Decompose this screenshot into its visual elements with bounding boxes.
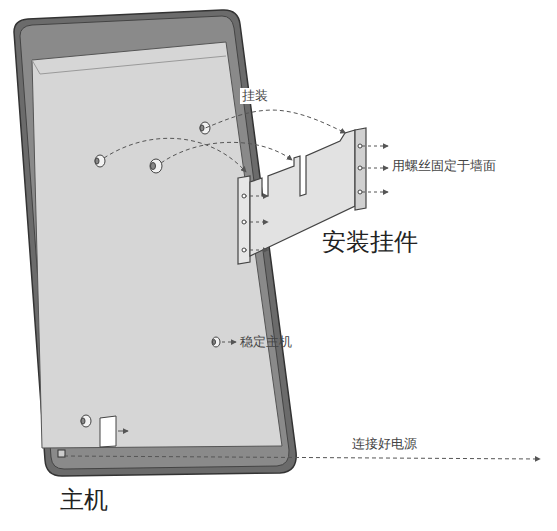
hang-arrow — [104, 138, 292, 172]
part-name: 主机 — [60, 486, 108, 515]
back-plate-edge — [32, 56, 226, 74]
power-tab — [100, 416, 116, 447]
mount-peg — [81, 122, 220, 427]
power-arrow — [64, 456, 540, 459]
leader-arrow — [118, 431, 128, 432]
back-plate — [32, 42, 282, 448]
mount-bracket-part: 安装挂件 — [236, 126, 368, 264]
host-frame-face — [20, 16, 289, 469]
instruction-label: 连接好电源 — [352, 436, 417, 452]
hang-arrow — [206, 110, 346, 133]
power-port — [58, 450, 65, 457]
instruction-label: 用螺丝固定于墙面 — [392, 158, 496, 174]
part-name: 安装挂件 — [322, 228, 418, 257]
leader-arrow — [222, 342, 236, 343]
host-unit: 主机 — [10, 8, 302, 478]
instruction-label: 稳定主机 — [240, 334, 292, 350]
edge-label: 挂装 — [240, 88, 270, 104]
